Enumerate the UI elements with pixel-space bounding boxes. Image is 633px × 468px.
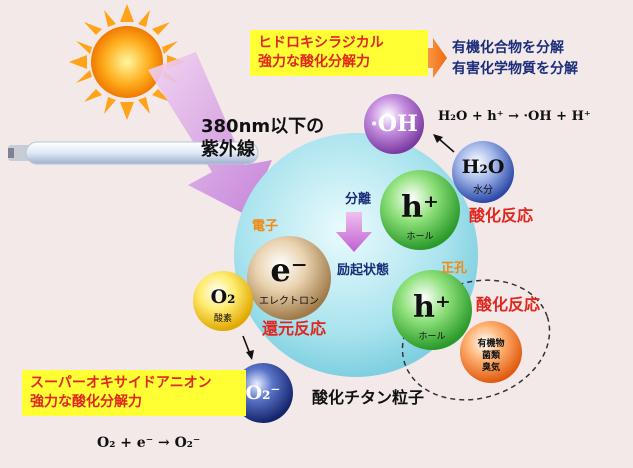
hole2-label: ホール [418,332,446,342]
o2-symbol: O₂ [210,286,236,308]
uv-label-line2: 紫外線 [201,139,255,160]
oxidation-label-2: 酸化反応 [476,295,541,314]
o2-minus-ball [233,363,293,423]
electron-label: 電子 [252,219,279,234]
hole2-symbol: h⁺ [413,290,451,325]
o2-minus-symbol: O₂⁻ [245,382,281,404]
h2o-symbol: H₂O [461,156,505,178]
hole-ball-2 [392,270,472,350]
reaction-zone [401,279,551,401]
superoxide-box: スーパーオキサイドアニオン 強力な酸化分解力 [22,370,246,416]
hole-ball-1 [380,170,460,250]
hole1-label: ホール [406,232,434,242]
arrow-icon [242,335,251,355]
superoxide-title: スーパーオキサイドアニオン [30,375,212,391]
uv-beam [148,52,272,216]
titania-label: 酸化チタン粒子 [312,388,425,407]
decompose-organic: 有機化合物を分解 [452,40,564,56]
electron-symbol: e⁻ [270,251,308,289]
decompose-harmful: 有害化学物質を分解 [452,61,578,77]
hydroxyl-radical-desc: 強力な酸化分解力 [258,54,370,70]
o2-label: 酸素 [213,314,232,324]
uv-lamp-icon [8,141,259,165]
h2o-label: 水分 [473,185,493,196]
organic-line3: 臭気 [481,363,500,373]
arrowhead-icon [433,134,443,143]
oh-symbol: ·OH [370,111,418,137]
arrow-down-icon [336,212,372,252]
o2-ball [193,271,253,331]
oh-radical-ball [364,94,424,154]
electron-ball [247,236,331,320]
reduction-label: 還元反応 [262,319,327,338]
hydroxyl-radical-title: ヒドロキシラジカル [258,35,384,51]
hydroxyl-radical-box: ヒドロキシラジカル 強力な酸化分解力 [250,30,428,76]
oxidation-label-1: 酸化反応 [469,206,534,225]
arrow-icon [437,137,455,153]
organic-line1: 有機物 [477,339,505,349]
organic-line2: 菌類 [481,351,500,361]
h2o-ball [452,141,514,203]
electron-sublabel: エレクトロン [259,296,319,307]
separation-label: 分離 [345,192,372,207]
sun-icon [69,4,185,120]
o2-equation: O₂ + e⁻ → O₂⁻ [97,435,201,451]
positive-hole-label: 正孔 [441,261,468,276]
hole1-symbol: h⁺ [401,190,439,225]
excited-state-label: 励起状態 [337,263,390,278]
oh-equation: H₂O + h⁺ → ·OH + H⁺ [438,109,591,124]
arrowhead-icon [246,350,254,360]
organic-ball [460,321,522,383]
superoxide-desc: 強力な酸化分解力 [30,394,142,410]
uv-label-line1: 380nm以下の [201,116,325,137]
